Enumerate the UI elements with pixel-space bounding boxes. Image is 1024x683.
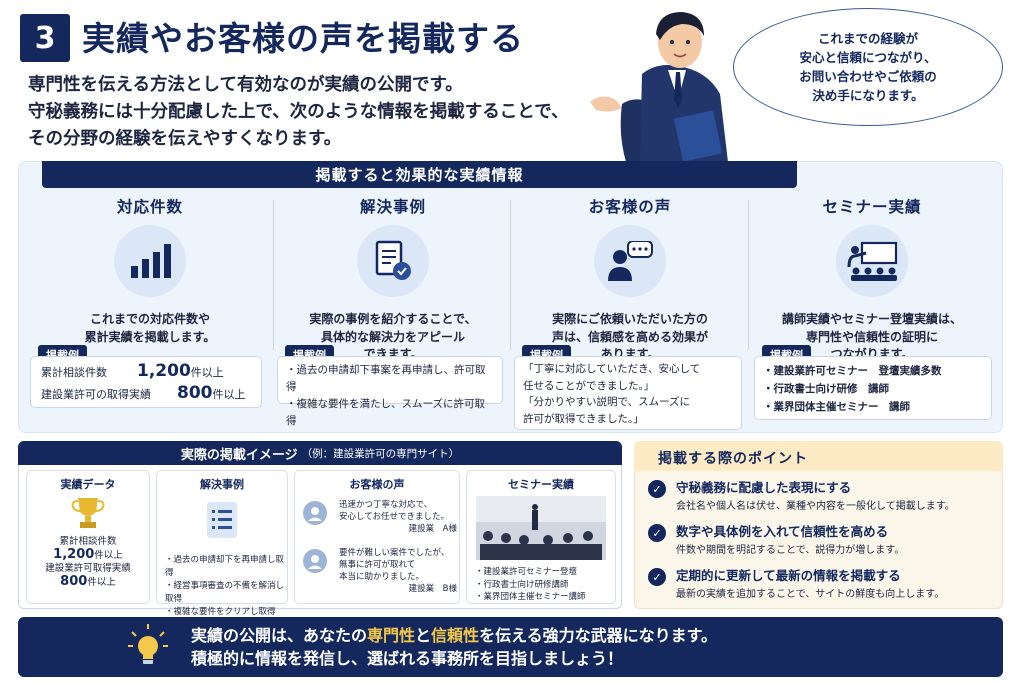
col-case-count: 対応件数 これまでの対応件数や累計実績を掲載します。 xyxy=(30,195,270,346)
point-desc: 件数や期間を明記することで、説得力が増します。 xyxy=(676,545,905,556)
col-case-examples: 解決事例 実際の事例を紹介することで、具体的な解決力をアピールできます。 xyxy=(273,195,513,364)
point-heading: 守秘義務に配慮した表現にする xyxy=(676,480,852,495)
bar-chart-icon xyxy=(114,225,186,297)
trophy-icon xyxy=(71,498,105,528)
check-icon: ✓ xyxy=(648,568,666,586)
document-check-icon xyxy=(357,225,429,297)
seminar-photo xyxy=(476,496,606,560)
col-title: 解決事例 xyxy=(359,198,426,216)
example-box: ・過去の申請却下事案を再申請し、許可取得・複雑な要件を満たし、スムーズに許可取得 xyxy=(277,356,503,427)
site-image-banner: 実際の掲載イメージ（例：建設業許可の専門サイト） xyxy=(18,441,622,465)
lightbulb-icon xyxy=(128,624,168,664)
point-heading: 定期的に更新して最新の情報を掲載する xyxy=(676,568,901,583)
image-card-data: 実績データ 累計相談件数 1,200件以上 建設業許可取得実績 800件以上 xyxy=(26,470,150,604)
col-title: セミナー実績 xyxy=(822,198,922,216)
page-title: 実績やお客様の声を掲載する xyxy=(82,19,524,58)
example-box: 「丁寧に対応していただき、安心して任せることができました。」「分かりやすい説明で… xyxy=(514,356,742,430)
image-card-voices: お客様の声 迅速かつ丁寧な対応で、安心してお任せできました。建設業 A様 要件が… xyxy=(294,470,460,604)
footer-message: 実績の公開は、あなたの専門性と信頼性を伝える強力な武器になります。 積極的に情報… xyxy=(18,617,1003,677)
speech-bubble: これまでの経験が 安心と信頼につながり、 お問い合わせやご依頼の 決め手になりま… xyxy=(733,8,1003,126)
image-card-seminar: セミナー実績 ・建設業許可セミナー登壇・行政書士向け研修講師・業界団体主催セミナ… xyxy=(466,470,616,604)
avatar-icon xyxy=(303,501,327,525)
column-divider xyxy=(273,200,274,350)
image-card-cases: 解決事例 ・過去の申請却下を再申請し取得・経営事項審査の不備を解消し取得・複雑な… xyxy=(156,470,288,617)
example-box: ・建設業許可セミナー 登壇実績多数・行政書士向け研修 講師・業界団体主催セミナー… xyxy=(754,356,992,420)
col-title: 対応件数 xyxy=(116,198,183,216)
col-seminar: セミナー実績 講師実績やセミナー登壇実績は、専門性や信頼性の証明につながります。 xyxy=(752,195,992,364)
customer-speech-icon xyxy=(594,225,666,297)
effective-info-banner: 掲載すると効果的な実績情報 xyxy=(42,161,797,188)
column-divider xyxy=(510,200,511,350)
check-icon: ✓ xyxy=(648,524,666,542)
seminar-icon xyxy=(836,225,908,297)
col-desc: これまでの対応件数や累計実績を掲載します。 xyxy=(84,312,216,344)
point-heading: 数字や具体例を入れて信頼性を高める xyxy=(676,524,889,539)
avatar-icon xyxy=(303,549,327,573)
lead-text: 専門性を伝える方法として有効なのが実績の公開です。 守秘義務には十分配慮した上で… xyxy=(28,75,569,149)
points-title: 掲載する際のポイント xyxy=(634,441,1003,471)
check-icon: ✓ xyxy=(648,480,666,498)
point-desc: 最新の実績を追加することで、サイトの鮮度も向上します。 xyxy=(676,589,945,600)
section-number: 3 xyxy=(20,14,70,62)
document-list-icon xyxy=(207,502,237,538)
col-customer-voice: お客様の声 実際にご依頼いただいた方の声は、信頼感を高める効果があります。 xyxy=(510,195,750,364)
column-divider xyxy=(748,200,749,350)
col-title: お客様の声 xyxy=(588,198,672,216)
businessman-illustration xyxy=(590,12,728,162)
point-desc: 会社名や個人名は伏せ、業種や内容を一般化して掲載します。 xyxy=(676,501,955,512)
col-desc: 講師実績やセミナー登壇実績は、専門性や信頼性の証明につながります。 xyxy=(781,312,962,361)
